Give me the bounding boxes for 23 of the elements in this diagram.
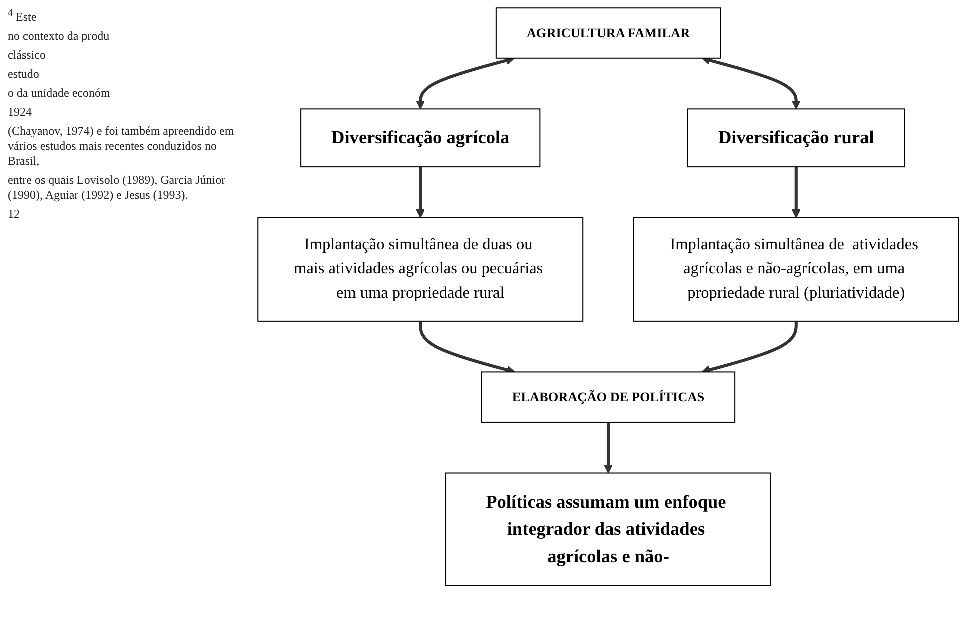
footnote-text: 12 xyxy=(8,207,21,222)
arrow xyxy=(702,56,801,110)
node-box: Implantação simultânea de atividades agrícolas e não-agrícolas, em uma propriedade rural (pluriatividade) xyxy=(633,217,960,322)
node-box: ELABORAÇÃO DE POLÍTICAS xyxy=(481,372,736,423)
node-box: Implantação simultânea de duas ou mais atividades agrícolas ou pecuárias em uma propriedade rural xyxy=(258,217,584,322)
arrow xyxy=(702,321,798,374)
node-box: Diversificação rural xyxy=(687,108,906,168)
node-box: Políticas assumam um enfoque integrador das atividades agrícolas e não- xyxy=(446,472,772,586)
footnote-text: 1924 xyxy=(8,105,33,120)
arrow xyxy=(416,167,426,218)
footnote-text: entre os quais Lovisolo (1989), Garcia Júnior (1990), Aguiar (1992) e Jesus (1993). xyxy=(8,173,227,203)
arrow xyxy=(416,56,516,110)
footnote-text: (Chayanov, 1974) e foi também apreendido em vários estudos mais recentes conduzidos no Brasil, xyxy=(8,124,236,169)
footnote-text: o da unidade económ xyxy=(8,86,112,101)
footnote-text: estudo xyxy=(8,67,40,82)
footnote-text: clássico xyxy=(8,48,47,63)
footnote-text: $^{4}$ Este xyxy=(8,8,38,25)
node-box: AGRICULTURA FAMILAR xyxy=(496,8,722,59)
arrow xyxy=(792,167,801,218)
arrow xyxy=(604,422,613,474)
arrow xyxy=(419,321,516,374)
footnote-text: no contexto da produ xyxy=(8,29,111,44)
node-box: Diversificação agrícola xyxy=(300,108,541,168)
